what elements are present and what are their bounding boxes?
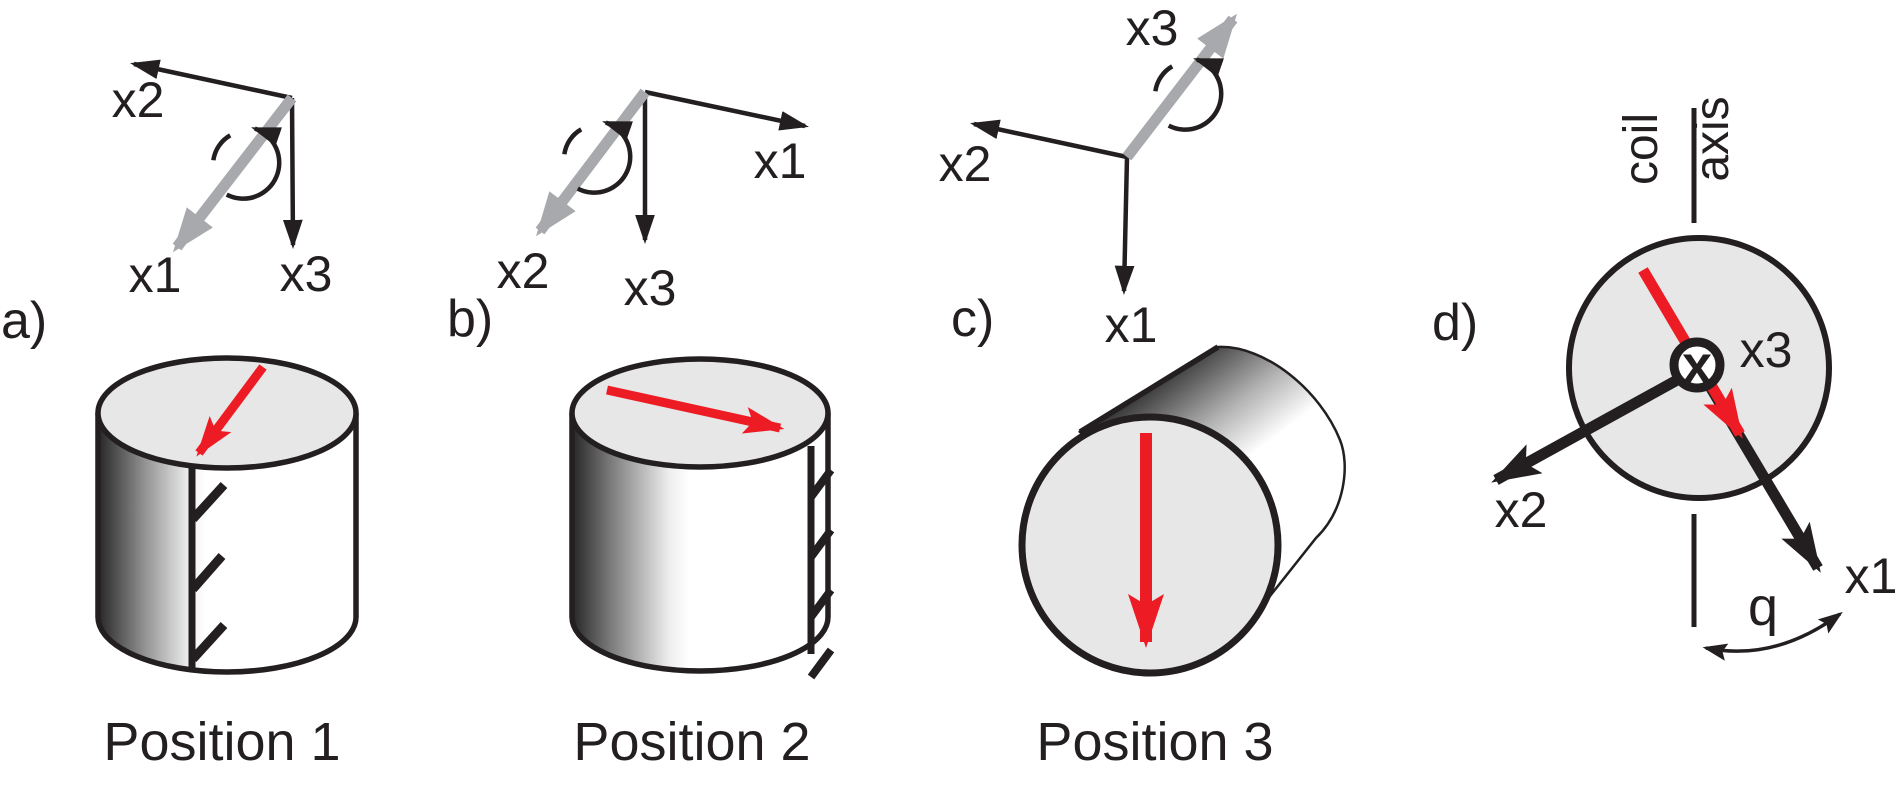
panel-b-x2-rotation-axis-arrow — [535, 88, 650, 237]
panel-a-x1-rotation-axis-arrow — [172, 94, 297, 253]
panel-a-x3-axis-arrow — [282, 97, 303, 250]
panel-c-x1-axis-arrow — [1114, 156, 1135, 296]
panel-b-magnetization-arrow — [606, 385, 785, 434]
panel-b-cylinder-body — [572, 413, 828, 671]
panel-c-x2-axis-arrow — [970, 119, 1128, 160]
angle-q-arc — [1702, 611, 1843, 661]
x3-into-page-circle — [1669, 337, 1725, 393]
panel-a-x3-label: x3 — [280, 246, 333, 302]
panel-c-caption: Position 3 — [1036, 712, 1273, 772]
panel-c-cylinder-top-edge — [1078, 344, 1220, 435]
panel-a-magnetization-arrow — [195, 364, 267, 457]
panel-b-x1-label: x1 — [754, 133, 807, 189]
panel-a-fiducial-hatch-marks — [189, 481, 228, 663]
panel-d-x3-label: x3 — [1740, 322, 1793, 378]
panel-a-rotation-arc — [211, 126, 282, 201]
panel-c-x3-rotation-axis-arrow — [1122, 13, 1238, 161]
panel-b-fiducial-hatch-marks — [807, 467, 835, 680]
panel-c-rotation-arc — [1153, 57, 1224, 132]
panel-c: x3 x2 x1 c) Position 3 — [939, 0, 1346, 772]
panel-a-cylinder-body — [98, 413, 356, 672]
panel-a-caption: Position 1 — [103, 712, 340, 772]
coil-axis-word-coil: coil — [1615, 113, 1668, 185]
panel-d-x2-label: x2 — [1495, 482, 1548, 538]
panel-b: x1 x2 x3 b) Position 2 — [447, 88, 835, 772]
panel-b-caption: Position 2 — [573, 712, 810, 772]
panel-c-x3-label: x3 — [1126, 0, 1179, 56]
panel-a-x2-label: x2 — [112, 72, 165, 128]
panel-a-x1-label: x1 — [129, 247, 182, 303]
panel-b-x1-axis-arrow — [644, 89, 809, 131]
panel-a-cylinder-outline — [95, 413, 359, 675]
panel-d-x1-label: x1 — [1845, 548, 1898, 604]
x3-into-page-cross: x — [1682, 335, 1712, 395]
angle-q-label: q — [1748, 577, 1778, 637]
panel-b-x2-label: x2 — [497, 243, 550, 299]
panel-a-letter: a) — [1, 292, 47, 350]
panel-c-letter: c) — [951, 290, 994, 348]
panel-c-x1-label: x1 — [1105, 297, 1158, 353]
coil-axis-word-axis: axis — [1686, 96, 1739, 181]
panel-b-x3-label: x3 — [624, 260, 677, 316]
panel-c-x2-label: x2 — [939, 136, 992, 192]
panel-b-cylinder-outline — [569, 413, 831, 674]
panel-a: x2 x1 x3 a) Position 1 — [1, 59, 359, 772]
panel-d: d) coil axis x x3 x2 x1 q — [1432, 96, 1898, 661]
panel-d-x2-axis-arrow — [1491, 363, 1702, 485]
panel-b-letter: b) — [447, 290, 493, 348]
panel-a-x2-axis-arrow — [130, 59, 293, 101]
panel-b-rotation-arc — [562, 120, 633, 195]
panel-d-letter: d) — [1432, 294, 1478, 352]
